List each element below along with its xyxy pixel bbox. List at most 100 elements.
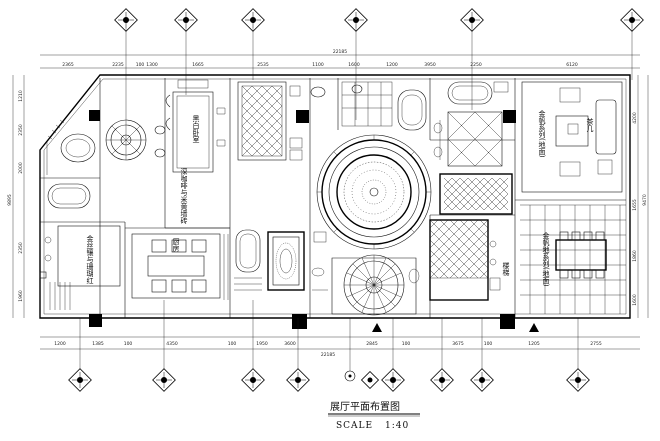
column — [500, 314, 515, 329]
axis-marker — [114, 8, 138, 32]
dim-top-total: 22185 — [333, 49, 347, 55]
dim-right-total: 9470 — [642, 194, 648, 206]
dim-label: 2845 — [366, 341, 378, 347]
ornate-rug-room — [267, 231, 305, 291]
dim-label: 100 — [136, 62, 145, 68]
room-label-washroom: 黑白卧室 — [192, 115, 200, 143]
dim-label: 2535 — [257, 62, 269, 68]
dim-label: 100 — [124, 341, 133, 347]
scale-label: SCALE — [336, 421, 373, 431]
dim-label: 100 — [228, 341, 237, 347]
sink — [154, 125, 166, 135]
dim-label: 3675 — [452, 341, 464, 347]
north-arrow-icon — [529, 323, 539, 332]
column — [296, 110, 309, 123]
living-room: 金帆系列(地面) 茶几 — [521, 81, 623, 193]
column — [89, 314, 102, 327]
dim-label: 2350 — [18, 124, 24, 136]
room-label-stair: 楼梯 — [502, 261, 510, 277]
axis-marker — [470, 368, 494, 392]
diamond-tile-room-top — [237, 81, 287, 161]
dim-label: 2755 — [590, 341, 602, 347]
lattice-room-lower — [429, 219, 501, 301]
axis-marker — [286, 368, 310, 392]
north-arrow-icon — [372, 323, 382, 332]
drawing-title: 展厅平面布置图 — [330, 401, 400, 413]
sink — [154, 148, 166, 158]
dim-label: 1100 — [312, 62, 324, 68]
dim-label: 3950 — [424, 62, 436, 68]
sofa — [595, 99, 617, 155]
room-label-kitchen: 厨房 — [172, 238, 180, 253]
dining-table — [555, 239, 607, 271]
corridor: 深咖啡与米黄墙砖 — [180, 107, 226, 225]
dim-label: 6120 — [566, 62, 578, 68]
room-label-tea: 茶几 — [586, 117, 594, 133]
dim-label: 2365 — [62, 62, 74, 68]
top-dimensions: 22185 2365 2235 100 1300 1665 2535 1100 … — [40, 49, 640, 69]
dim-label: 2235 — [112, 62, 124, 68]
north-arrows — [372, 323, 539, 332]
diamond-tile-room-right — [433, 111, 503, 167]
left-dimensions: 9895 1210 2350 2000 2350 1960 — [7, 75, 25, 318]
axis-marker — [344, 8, 368, 32]
dim-label: 1655 — [632, 199, 638, 211]
bathtub-left — [47, 183, 91, 209]
axis-marker — [460, 8, 484, 32]
axis-marker — [566, 368, 590, 392]
room-label-corridor: 深咖啡与米黄墙砖 — [180, 167, 188, 225]
dim-bottom-total: 22185 — [321, 352, 335, 358]
washroom: 黑白卧室 — [165, 79, 214, 173]
bathtub-top-mid — [341, 81, 427, 131]
axis-marker — [174, 8, 198, 32]
toilets-top-center — [289, 85, 326, 161]
dim-label: 1950 — [256, 341, 268, 347]
axis-marker — [241, 368, 265, 392]
column — [503, 110, 516, 123]
axis-marker — [241, 8, 265, 32]
dim-label: 1385 — [92, 341, 104, 347]
dim-label: 2250 — [470, 62, 482, 68]
sink — [351, 84, 363, 94]
meeting-table — [147, 255, 205, 277]
axis-marker — [620, 8, 644, 32]
title-block: 展厅平面布置图 SCALE 1:40 — [328, 401, 420, 431]
column — [89, 110, 100, 121]
axis-markers-top — [114, 8, 644, 120]
room-label-dining: 金帆地系列(地面) — [542, 231, 550, 287]
scale-value: 1:40 — [385, 421, 409, 431]
axis-marker — [152, 368, 176, 392]
dining-room: 金帆地系列(地面) 楼梯 — [502, 204, 626, 314]
cabinet-area: 金丝镶与珊瑚红 — [39, 225, 121, 310]
meeting-room: 厨房 — [131, 233, 229, 300]
fixtures-hall-left — [311, 231, 328, 291]
armchair — [559, 161, 581, 177]
bathtub-top-right — [447, 81, 509, 105]
dim-label: 1600 — [348, 62, 360, 68]
rug — [555, 115, 589, 147]
room-label-cabinet: 金丝镶与珊瑚红 — [86, 234, 94, 284]
dim-label: 3600 — [284, 341, 296, 347]
axis-marker — [360, 370, 380, 390]
axis-markers-bottom — [68, 300, 590, 392]
dim-label: 1200 — [54, 341, 66, 347]
dim-label: 1300 — [146, 62, 158, 68]
dim-label: 1860 — [632, 250, 638, 262]
dim-label: 1665 — [192, 62, 204, 68]
dim-label: 2000 — [18, 162, 24, 174]
axis-marker — [430, 368, 454, 392]
dim-label: 100 — [402, 341, 411, 347]
axis-marker-small — [344, 370, 356, 382]
dim-label: 1205 — [528, 341, 540, 347]
dim-label: 1210 — [18, 90, 24, 102]
axis-marker — [68, 368, 92, 392]
rosette-floor-bottom — [331, 254, 420, 316]
dim-label: 4350 — [166, 341, 178, 347]
bathtub-lower — [234, 229, 262, 291]
lattice-panel — [439, 173, 513, 215]
right-dimensions: 9470 4200 1655 1860 1600 — [632, 75, 649, 318]
dim-label: 1600 — [632, 294, 638, 306]
dim-label: 1960 — [18, 290, 24, 302]
armchair — [559, 87, 581, 103]
